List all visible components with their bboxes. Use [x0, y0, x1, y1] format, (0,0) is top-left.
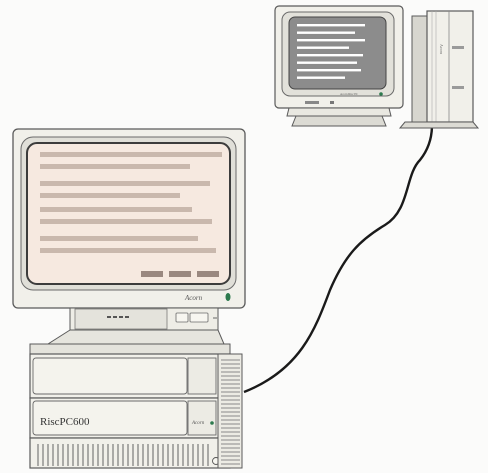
screen-button-3: [197, 271, 219, 277]
screen-text-line: [40, 236, 198, 241]
risc-pc-base-unit: RiscPC600 Acorn: [30, 344, 242, 468]
screen-text-line: [297, 69, 361, 71]
screen-button-2: [169, 271, 191, 277]
screen-text-line: [40, 164, 190, 169]
monitor-button-2: [190, 313, 208, 322]
small-monitor: Acorn Risc PC: [275, 6, 403, 126]
screen-text-line: [40, 207, 192, 212]
screen-text-line: [297, 32, 355, 34]
large-monitor-brand: Acorn: [184, 294, 203, 302]
tower-label: Acorn: [439, 44, 444, 54]
screen-text-line: [297, 39, 365, 41]
network-cable: [244, 125, 432, 392]
screen-text-line: [40, 152, 222, 157]
side-grille: [221, 360, 240, 464]
screen-text-line: [40, 248, 216, 253]
screen-text-line: [297, 77, 345, 79]
monitor-button-1: [176, 313, 188, 322]
screen-text-line: [297, 47, 349, 49]
tower-computer: Acorn: [400, 11, 478, 128]
large-monitor-power-led: [226, 293, 231, 301]
small-monitor-bezel-text: Acorn Risc PC: [340, 92, 358, 96]
screen-text-line: [297, 54, 363, 56]
model-label: RiscPC600: [40, 416, 90, 428]
small-monitor-power-led: [379, 92, 383, 96]
risc-pc-brand: Acorn: [191, 421, 205, 426]
screen-text-line: [40, 181, 210, 186]
screen-text-line: [40, 219, 212, 224]
screen-text-line: [297, 24, 365, 26]
large-monitor: Acorn: [13, 129, 245, 344]
screen-text-line: [297, 62, 357, 64]
screen-text-line: [40, 193, 180, 198]
base-vents: [38, 444, 208, 466]
screen-button-1: [141, 271, 163, 277]
